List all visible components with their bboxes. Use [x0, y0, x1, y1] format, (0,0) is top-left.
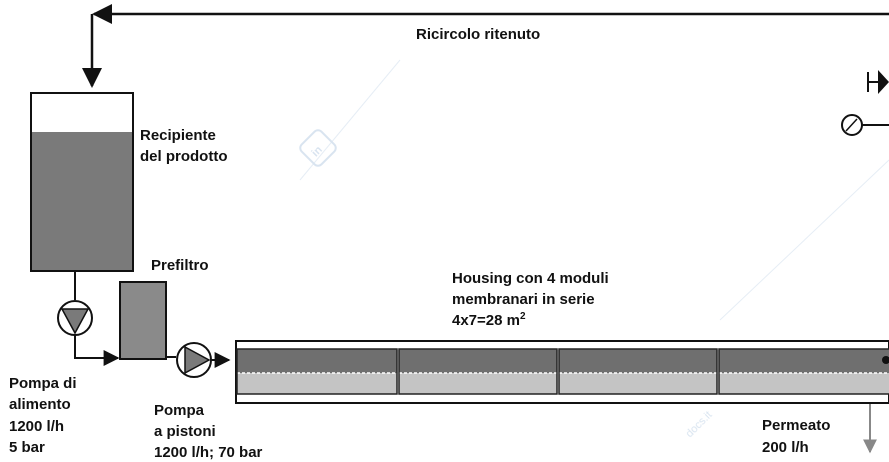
svg-text:in: in: [310, 144, 326, 160]
feed-pump-label-line3: 1200 l/h: [9, 418, 64, 435]
recirculation-line: [82, 4, 889, 88]
housing-area-exponent: 2: [520, 311, 526, 322]
membrane-module-2: [398, 348, 558, 395]
retentate-valve-icon: [867, 70, 889, 94]
watermark-logo: in: [299, 129, 337, 167]
recirculation-label: Ricircolo ritenuto: [416, 26, 540, 43]
watermark-text: docs.it: [684, 409, 715, 440]
feed-pump-label-line1: Pompa di: [9, 375, 77, 392]
prefilter-label: Prefiltro: [151, 257, 209, 274]
housing-area-label: 4x7=28 m2: [452, 311, 526, 329]
feed-pump-label-line2: alimento: [9, 396, 71, 413]
prefilter-housing: [119, 281, 167, 360]
housing-label-line2: membranari in serie: [452, 291, 595, 308]
pressure-gauge-icon: [841, 114, 889, 136]
feed-pump-icon: [57, 300, 93, 336]
piston-pump-label-line2: a pistoni: [154, 423, 216, 440]
piston-pump-label-line1: Pompa: [154, 402, 205, 419]
product-tank: [30, 92, 134, 272]
feed-pump-to-prefilter-pipe: [74, 335, 120, 366]
tank-label-line1: Recipiente: [140, 127, 216, 144]
permeate-label-line2: 200 l/h: [762, 439, 809, 456]
permeate-label-line1: Permeato: [762, 417, 830, 434]
feed-pump-label-line4: 5 bar: [9, 439, 45, 456]
membrane-module-3: [558, 348, 718, 395]
membrane-module-4: [718, 348, 889, 395]
membrane-housing: [235, 340, 889, 404]
membrane-module-1: [236, 348, 398, 395]
prefilter-to-piston-pump-pipe: [165, 340, 176, 358]
housing-outlet-dot: [882, 356, 889, 364]
housing-label-line1: Housing con 4 moduli: [452, 270, 609, 287]
housing-area-value: 4x7=28 m: [452, 312, 520, 329]
piston-pump-icon: [176, 342, 212, 378]
piston-pump-label-line3: 1200 l/h; 70 bar: [154, 444, 263, 461]
tank-label-line2: del prodotto: [140, 148, 227, 165]
